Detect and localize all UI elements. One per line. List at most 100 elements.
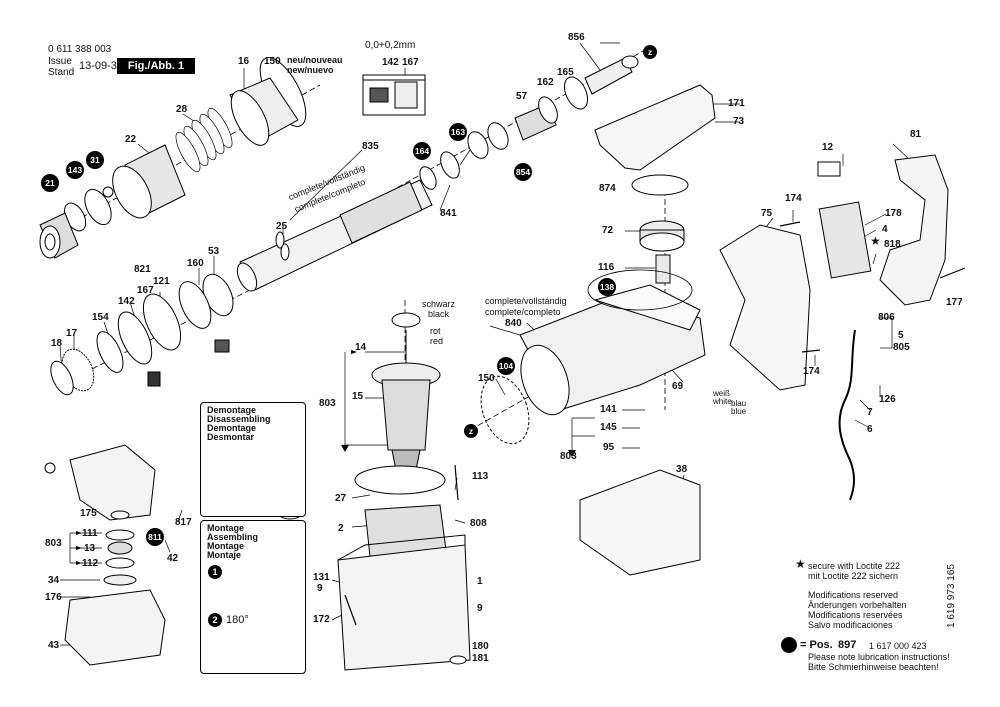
hammer-tube — [233, 56, 638, 294]
disassembly-box — [200, 402, 306, 517]
dashed-ring — [472, 370, 537, 451]
rear-housing — [720, 225, 810, 390]
lower-chuck-parts — [46, 270, 239, 399]
figure-label: Fig./Abb. 1 — [117, 58, 195, 74]
label-53: 53 — [208, 246, 220, 257]
label-803-left: 803 — [45, 538, 62, 549]
callout-104: 104 — [497, 357, 515, 375]
label-4: 4 — [882, 224, 888, 235]
label-57: 57 — [516, 91, 528, 102]
note-neu-nouveau: neu/nouveau — [287, 55, 343, 65]
label-141: 141 — [600, 404, 617, 415]
issue-date: 13-09-30 — [79, 60, 124, 72]
label-142: 142 — [382, 57, 399, 68]
label-817: 817 — [175, 517, 192, 528]
loctite-note-1: secure with Loctite 222 — [808, 561, 901, 571]
label-808: 808 — [470, 518, 487, 529]
label-72: 72 — [602, 225, 614, 236]
loctite-note-2: mit Loctite 222 sichern — [808, 571, 899, 581]
label-178: 178 — [885, 208, 902, 219]
main-housing — [512, 270, 705, 421]
assembly-line-2: Assembling — [207, 532, 259, 542]
label-160: 160 — [187, 258, 204, 269]
label-22: 22 — [125, 134, 137, 145]
wire-weiss: weiß — [713, 389, 730, 398]
wire-blau: blau — [731, 399, 747, 408]
label-69: 69 — [672, 381, 684, 392]
label-111: 111 — [82, 528, 98, 539]
label-818: 818 — [884, 239, 901, 250]
gear-cover — [595, 85, 715, 170]
label-95: 95 — [603, 442, 615, 453]
lube-note-2: Bitte Schmierhinweise beachten! — [808, 662, 939, 672]
label-13: 13 — [84, 543, 96, 554]
issue-label: Issue — [48, 56, 72, 67]
label-176: 176 — [45, 592, 62, 603]
assembly-line-4: Montaje — [207, 550, 242, 560]
mods-note-1: Modifications reserved — [808, 590, 899, 600]
armature — [372, 313, 440, 480]
label-7: 7 — [867, 407, 873, 418]
label-17: 17 — [66, 328, 78, 339]
label-75: 75 — [761, 208, 773, 219]
label-181: 181 — [472, 653, 489, 664]
label-81: 81 — [910, 129, 922, 140]
label-142b: 142 — [118, 296, 135, 307]
axis-lines — [50, 50, 665, 470]
label-1: 1 — [477, 576, 483, 587]
label-150: 150 — [264, 56, 281, 67]
label-841: 841 — [440, 208, 457, 219]
wire-black: black — [428, 309, 450, 319]
label-5: 5 — [898, 330, 904, 341]
wire-white: white — [713, 397, 732, 406]
note-complete-4: complete/completo — [485, 307, 561, 317]
label-9-right: 9 — [477, 603, 483, 614]
gear-parts — [632, 175, 688, 283]
callout-163: 163 — [449, 123, 467, 141]
label-113: 113 — [472, 471, 489, 482]
label-12: 12 — [822, 142, 834, 153]
label-175: 175 — [80, 508, 97, 519]
label-126: 126 — [879, 394, 896, 405]
motor-housing — [338, 466, 470, 670]
label-27: 27 — [335, 493, 347, 504]
label-116: 116 — [598, 262, 615, 273]
callout-z-top: z — [643, 45, 657, 59]
label-805: 805 — [893, 342, 910, 353]
part-143-ring — [103, 187, 113, 197]
wire-blue: blue — [731, 407, 747, 416]
wire-schwarz: schwarz — [422, 299, 456, 309]
tolerance-inset — [363, 75, 425, 115]
brush-holder-assembly — [45, 445, 165, 665]
label-28: 28 — [176, 104, 188, 115]
label-803-mid: 803 — [319, 398, 336, 409]
label-835: 835 — [362, 141, 379, 152]
label-18: 18 — [51, 338, 63, 349]
mods-note-3: Modifications reservées — [808, 610, 903, 620]
label-112: 112 — [82, 558, 99, 569]
switch-part-12 — [818, 162, 840, 176]
label-803-right: 803 — [560, 451, 577, 462]
label-821: 821 — [134, 264, 151, 275]
label-167: 167 — [402, 57, 419, 68]
drawing-code: 1 619 973 165 — [946, 564, 957, 628]
label-9-left: 9 — [317, 583, 323, 594]
arrow-heads — [76, 350, 576, 565]
label-25: 25 — [276, 221, 288, 232]
label-174a: 174 — [785, 193, 802, 204]
callout-143: 143 — [66, 161, 84, 179]
label-874: 874 — [599, 183, 616, 194]
lube-note-1: Please note lubrication instructions! — [808, 652, 950, 662]
screws — [345, 222, 965, 625]
callout-z-mid: z — [464, 424, 478, 438]
label-165: 165 — [557, 67, 574, 78]
stand-label: Stand — [48, 67, 75, 78]
disassembly-line-2: Disassembling — [207, 414, 271, 424]
label-16: 16 — [238, 56, 250, 67]
label-154: 154 — [92, 312, 109, 323]
callout-21: 21 — [41, 174, 59, 192]
pos-number: 897 — [838, 639, 857, 651]
rotation-angle: 180° — [226, 614, 249, 626]
star-icon: ★ — [870, 234, 881, 248]
step-2-marker: 2 — [208, 613, 222, 627]
